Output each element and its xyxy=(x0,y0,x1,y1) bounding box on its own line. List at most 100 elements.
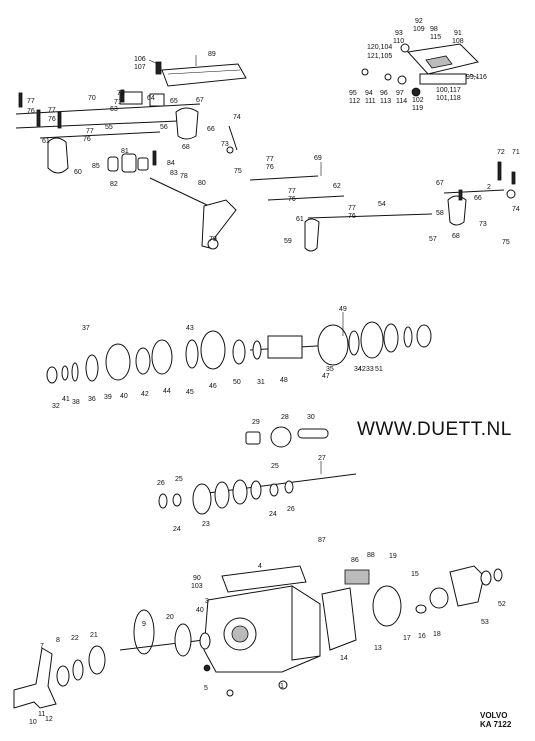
callout: 71 xyxy=(512,149,520,156)
callout: 80 xyxy=(198,180,206,187)
callout: 102 xyxy=(412,97,424,104)
callout: 32 xyxy=(52,403,60,410)
callout: 77 xyxy=(86,128,94,135)
callout: 72 xyxy=(117,90,125,97)
callout: 111 xyxy=(365,98,376,105)
callout: 81 xyxy=(121,148,129,155)
callout: 88 xyxy=(367,552,375,559)
callout: 76 xyxy=(348,213,356,220)
callout: 60 xyxy=(74,169,82,176)
callout: 50 xyxy=(233,379,241,386)
callout: 5 xyxy=(204,685,208,692)
callout: 119 xyxy=(412,105,423,112)
callout: 62 xyxy=(333,183,341,190)
callout: 39 xyxy=(104,394,112,401)
callout: 74 xyxy=(512,206,520,213)
callout: 68 xyxy=(452,233,460,240)
callout: 21 xyxy=(90,632,98,639)
callout: 37 xyxy=(82,325,90,332)
brand-block: VOLVO KA 7122 xyxy=(480,711,511,729)
callout: 31 xyxy=(257,379,265,386)
callout: 91 xyxy=(454,30,462,37)
callout: 100,117 xyxy=(436,87,461,94)
callout: 89 xyxy=(208,51,216,58)
callout: 92 xyxy=(415,18,423,25)
callout: 8 xyxy=(56,637,60,644)
callout: 59 xyxy=(284,238,292,245)
callout: 29 xyxy=(252,419,260,426)
callout: 42 xyxy=(141,391,149,398)
callout: 35 xyxy=(326,366,334,373)
brand-name: VOLVO xyxy=(480,711,508,720)
callout: 101,118 xyxy=(436,95,461,102)
callout: 77 xyxy=(27,98,35,105)
callout: 76 xyxy=(48,116,56,123)
callout: 41 xyxy=(62,396,70,403)
callout: 40 xyxy=(196,607,204,614)
callout: 120,104 xyxy=(367,44,392,51)
callout: 12 xyxy=(45,716,53,723)
callout: 3 xyxy=(205,598,209,605)
callout: 67 xyxy=(436,180,444,187)
callout: 36 xyxy=(88,396,96,403)
callout: 61 xyxy=(42,138,50,145)
callout: 58 xyxy=(436,210,444,217)
callout: 77 xyxy=(348,205,356,212)
callout: 25 xyxy=(175,476,183,483)
callout: 48 xyxy=(280,377,288,384)
callout: 30 xyxy=(307,414,315,421)
callout: 109 xyxy=(413,26,425,33)
callout: 77 xyxy=(266,156,274,163)
callout: 83 xyxy=(170,170,178,177)
callout: 85 xyxy=(92,163,100,170)
callout: 46 xyxy=(209,383,217,390)
callout: 68 xyxy=(182,144,190,151)
callout: 69 xyxy=(314,155,322,162)
mainshaft-drawing xyxy=(46,321,432,384)
callout: 67 xyxy=(196,97,204,104)
callout: 40 xyxy=(120,393,128,400)
callout: 55 xyxy=(105,124,113,131)
gear-lever-plate-drawing xyxy=(155,61,247,87)
website-watermark: WWW.DUETT.NL xyxy=(357,419,512,440)
callout: 45 xyxy=(186,389,194,396)
callout: 99,116 xyxy=(466,74,487,81)
shift-forks-drawing xyxy=(47,91,467,252)
callout: 26 xyxy=(287,506,295,513)
callout: 75 xyxy=(234,168,242,175)
callout: 73 xyxy=(479,221,487,228)
callout: 16 xyxy=(418,633,426,640)
callout: 17 xyxy=(403,635,411,642)
callout: 95 xyxy=(349,90,357,97)
pins-springs-drawing xyxy=(18,89,516,201)
callout: 1 xyxy=(280,683,284,690)
callout: 49 xyxy=(339,306,347,313)
callouts-reverse: 29 28 30 xyxy=(252,414,315,426)
callout: 76 xyxy=(266,164,274,171)
gearbox-housing-drawing xyxy=(203,565,321,690)
callout: 19 xyxy=(389,553,397,560)
callout: 94 xyxy=(365,90,373,97)
callout: 42 xyxy=(358,366,366,373)
callout: 43 xyxy=(186,325,194,332)
callout: 75 xyxy=(502,239,510,246)
callout: 51 xyxy=(375,366,383,373)
callout: 66 xyxy=(474,195,482,202)
callouts-shift-top: 106 107 89 72 71 64 65 67 77 76 70 77 76… xyxy=(27,51,520,246)
callout: 38 xyxy=(72,399,80,406)
callout: 61 xyxy=(296,216,304,223)
callout: 112 xyxy=(349,98,360,105)
callout: 20 xyxy=(166,614,174,621)
callout: 76 xyxy=(288,196,296,203)
callout: 26 xyxy=(157,480,165,487)
callout: 53 xyxy=(481,619,489,626)
callout: 27 xyxy=(318,455,326,462)
callout: 84 xyxy=(167,160,175,167)
callout: 24 xyxy=(173,526,181,533)
callout: 86 xyxy=(351,557,359,564)
callout: 24 xyxy=(269,511,277,518)
callout: 93 xyxy=(395,30,403,37)
callout: 108 xyxy=(452,38,464,45)
callout: 72 xyxy=(497,149,505,156)
